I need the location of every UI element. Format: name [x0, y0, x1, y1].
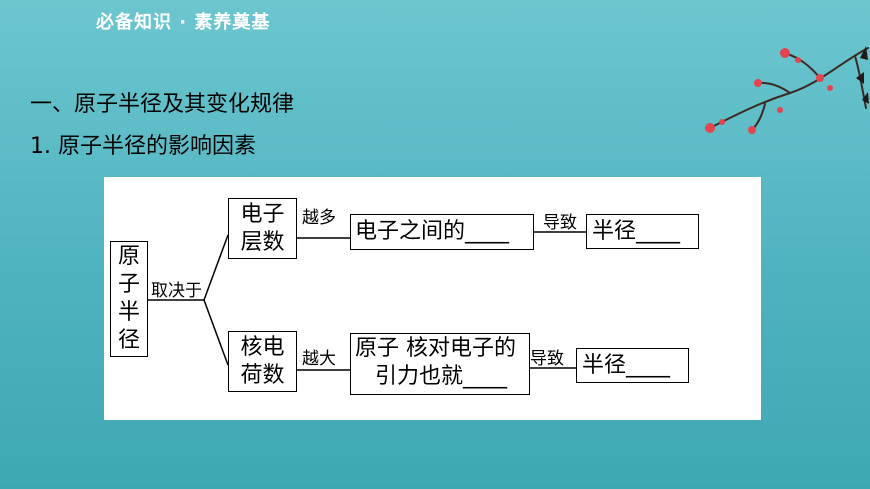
leads-to-label: 导致: [543, 213, 577, 233]
root-char: 径: [117, 328, 140, 353]
section-heading: 一、原子半径及其变化规律: [30, 92, 295, 117]
factor-line: 层数: [240, 230, 285, 255]
radius-result-box: 半径____: [576, 348, 689, 383]
larger-label: 越大: [302, 349, 336, 369]
connector-lines: [148, 231, 586, 371]
radius-result-box: 半径____: [586, 214, 699, 249]
effect-text-line: 引力也就____: [375, 364, 508, 389]
electron-interaction-box: 电子之间的____: [350, 214, 534, 250]
factor-line: 电子: [240, 202, 285, 227]
effect-text-line: 原子 核对电子的: [355, 336, 516, 361]
nuclear-charge-box: 核电 荷数: [228, 331, 297, 392]
section-subheading: 1. 原子半径的影响因素: [30, 134, 256, 159]
more-label: 越多: [302, 208, 336, 228]
effect-text: 电子之间的____: [355, 219, 510, 244]
plum-blossom-decoration: [705, 46, 869, 134]
root-char: 子: [117, 272, 140, 297]
leads-to-label: 导致: [530, 349, 564, 369]
root-char: 原: [117, 244, 140, 269]
atomic-radius-box: 原 子 半 径: [110, 241, 148, 357]
factor-line: 荷数: [240, 363, 285, 388]
depends-on-label: 取决于: [151, 281, 202, 301]
factor-line: 核电: [240, 335, 285, 360]
nuclear-attraction-box: 原子 核对电子的 引力也就____: [350, 333, 530, 395]
result-text: 半径____: [582, 353, 671, 378]
page-title: 必备知识 · 素养奠基: [96, 12, 271, 33]
radius-factor-diagram: 原 子 半 径 取决于 电子 层数 越多 电子之间的____ 导致 半径____…: [104, 177, 761, 420]
result-text: 半径____: [592, 219, 681, 244]
electron-shell-count-box: 电子 层数: [228, 198, 297, 259]
root-char: 半: [117, 300, 140, 325]
